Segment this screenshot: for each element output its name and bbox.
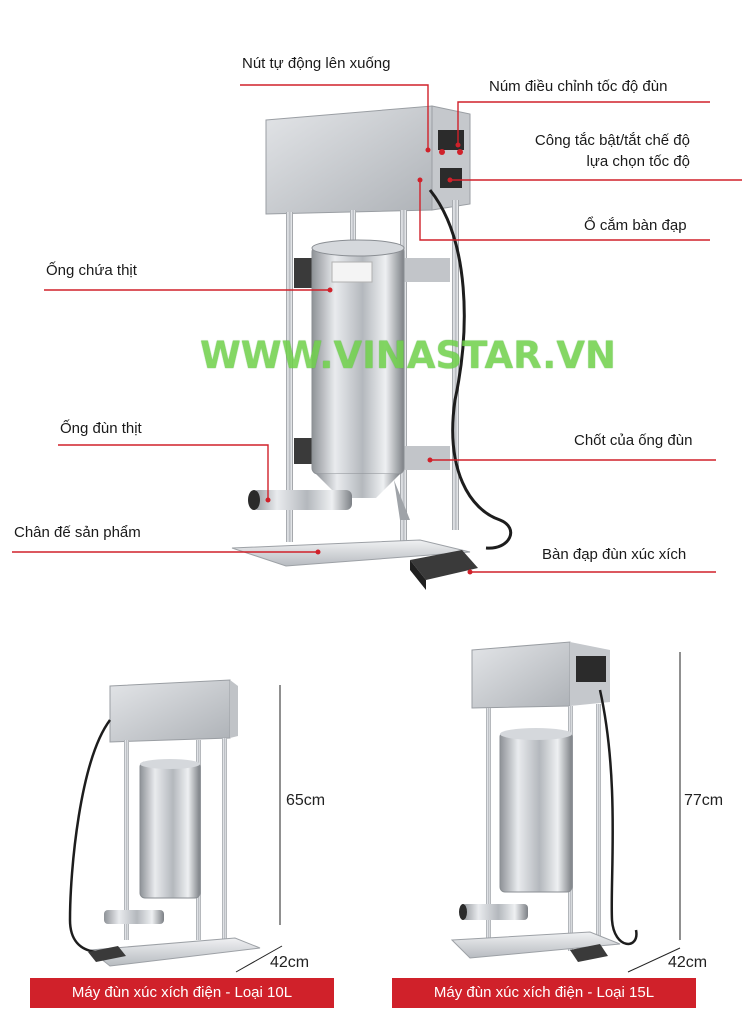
label-auto-button: Nút tự động lên xuống xyxy=(242,55,391,72)
machine-10l xyxy=(68,679,283,973)
depth-10l: 42cm xyxy=(270,954,310,971)
watermark-text: WWW.VINASTAR.VN xyxy=(200,334,616,377)
label-stuffing-tube: Ống đùn thịt xyxy=(60,420,142,437)
label-base: Chân đế sản phẩm xyxy=(14,524,141,541)
label-pedal-socket: Ổ cắm bàn đạp xyxy=(584,217,687,234)
label-meat-cylinder: Ống chứa thịt xyxy=(46,262,137,279)
label-mode-switch: Công tắc bật/tắt chế độ lựa chọn tốc độ xyxy=(528,132,690,170)
label-speed-knob: Núm điều chỉnh tốc độ đùn xyxy=(489,78,668,95)
callout-lines xyxy=(12,84,742,575)
label-mode-switch-line1: Công tắc bật/tắt chế độ xyxy=(534,132,690,149)
height-15l: 77cm xyxy=(684,792,724,809)
badge-model-15l: Máy đùn xúc xích điện - Loại 15L xyxy=(392,978,696,1008)
label-foot-pedal: Bàn đạp đùn xúc xích xyxy=(542,546,687,563)
depth-15l: 42cm xyxy=(668,954,708,971)
label-tube-latch: Chốt của ống đùn xyxy=(574,432,693,449)
badge-model-10l: Máy đùn xúc xích điện - Loại 10L xyxy=(30,978,334,1008)
machine-15l xyxy=(450,641,681,973)
height-10l: 65cm xyxy=(286,792,326,809)
label-mode-switch-line2: lựa chọn tốc độ xyxy=(586,153,690,170)
main-machine xyxy=(231,105,513,590)
